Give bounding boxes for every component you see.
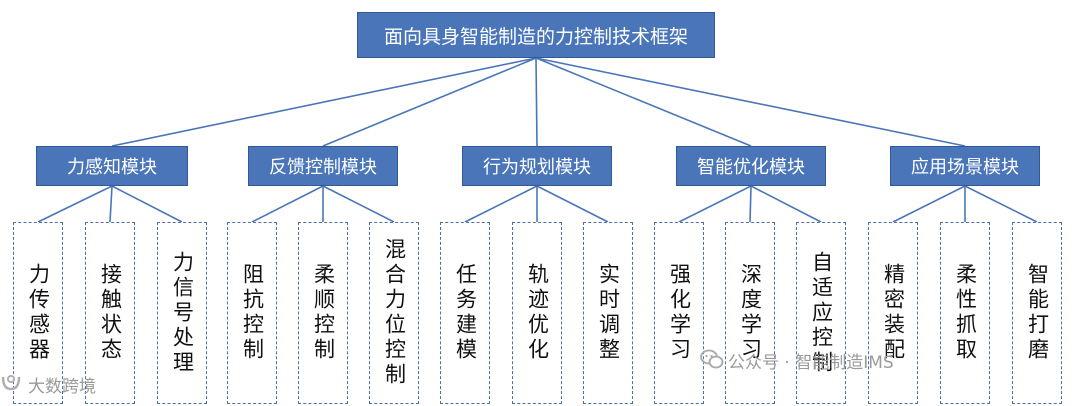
leaf-impedance-control: 阻抗控制 (227, 222, 277, 404)
leaf-label: 实时调整 (596, 263, 621, 363)
module-application-scenarios: 应用场景模块 (890, 146, 1040, 186)
leaf-label: 强化学习 (667, 263, 692, 363)
root-to-module-line (535, 57, 966, 147)
module-to-leaf-line (464, 185, 538, 223)
leaf-label: 精密装配 (881, 263, 906, 363)
module-feedback-control: 反馈控制模块 (248, 146, 398, 186)
root-to-module-line (111, 57, 537, 147)
leaf-contact-state: 接触状态 (85, 222, 135, 404)
leaf-label: 力传感器 (26, 263, 51, 363)
module-label: 力感知模块 (67, 157, 157, 178)
leaf-label: 自适应控制 (809, 250, 834, 376)
leaf-label: 接触状态 (98, 263, 123, 363)
leaf-precision-assembly: 精密装配 (868, 222, 918, 404)
module-label: 应用场景模块 (911, 157, 1019, 178)
leaf-label: 阻抗控制 (240, 263, 265, 363)
leaf-reinforcement-learning: 强化学习 (654, 222, 704, 404)
module-intelligent-optimization: 智能优化模块 (676, 146, 826, 186)
leaf-label: 柔性抓取 (953, 263, 978, 363)
module-label: 智能优化模块 (697, 157, 805, 178)
leaf-force-signal-processing: 力信号处理 (157, 222, 207, 404)
module-to-leaf-line (251, 185, 324, 223)
leaf-adaptive-control: 自适应控制 (796, 222, 846, 404)
module-to-leaf-line (37, 185, 113, 223)
leaf-label: 混合力位控制 (382, 238, 407, 388)
leaf-hybrid-force-position-control: 混合力位控制 (369, 222, 419, 404)
leaf-label: 柔顺控制 (311, 263, 336, 363)
leaf-trajectory-optimization: 轨迹优化 (512, 222, 562, 404)
watermark-left: 大数跨境 (28, 377, 96, 397)
root-to-module-line (535, 57, 752, 147)
module-to-leaf-line (892, 185, 966, 223)
module-to-leaf-line (322, 185, 395, 223)
leaf-label: 力信号处理 (170, 250, 195, 376)
module-to-leaf-line (750, 185, 822, 223)
watermark-logo-icon (1, 375, 21, 391)
root-title: 面向具身智能制造的力控制技术框架 (383, 25, 688, 48)
module-to-leaf-line (678, 185, 752, 223)
leaf-task-modeling: 任务建模 (440, 222, 490, 404)
leaf-compliance-control: 柔顺控制 (298, 222, 348, 404)
watermark-right: 公众号 · 智能制造IMS (728, 353, 894, 373)
module-force-sensing: 力感知模块 (36, 146, 188, 186)
module-to-leaf-line (964, 185, 1038, 223)
leaf-real-time-adjustment: 实时调整 (583, 222, 633, 404)
leaf-flexible-grasping: 柔性抓取 (940, 222, 990, 404)
module-to-leaf-line (109, 185, 113, 223)
module-to-leaf-line (536, 185, 609, 223)
root-title-box: 面向具身智能制造的力控制技术框架 (357, 12, 715, 58)
root-to-module-line (322, 57, 537, 147)
root-to-module-line (535, 57, 538, 147)
leaf-label: 任务建模 (453, 263, 478, 363)
leaf-label: 深度学习 (738, 263, 763, 363)
leaf-label: 轨迹优化 (525, 263, 550, 363)
module-label: 反馈控制模块 (269, 157, 377, 178)
module-label: 行为规划模块 (483, 157, 591, 178)
leaf-intelligent-grinding: 智能打磨 (1012, 222, 1062, 404)
wechat-icon (700, 349, 724, 369)
leaf-label: 智能打磨 (1025, 263, 1050, 363)
module-behavior-planning: 行为规划模块 (462, 146, 612, 186)
leaf-deep-learning: 深度学习 (725, 222, 775, 404)
module-to-leaf-line (749, 185, 752, 223)
module-to-leaf-line (111, 185, 183, 223)
leaf-force-sensor: 力传感器 (13, 222, 63, 404)
